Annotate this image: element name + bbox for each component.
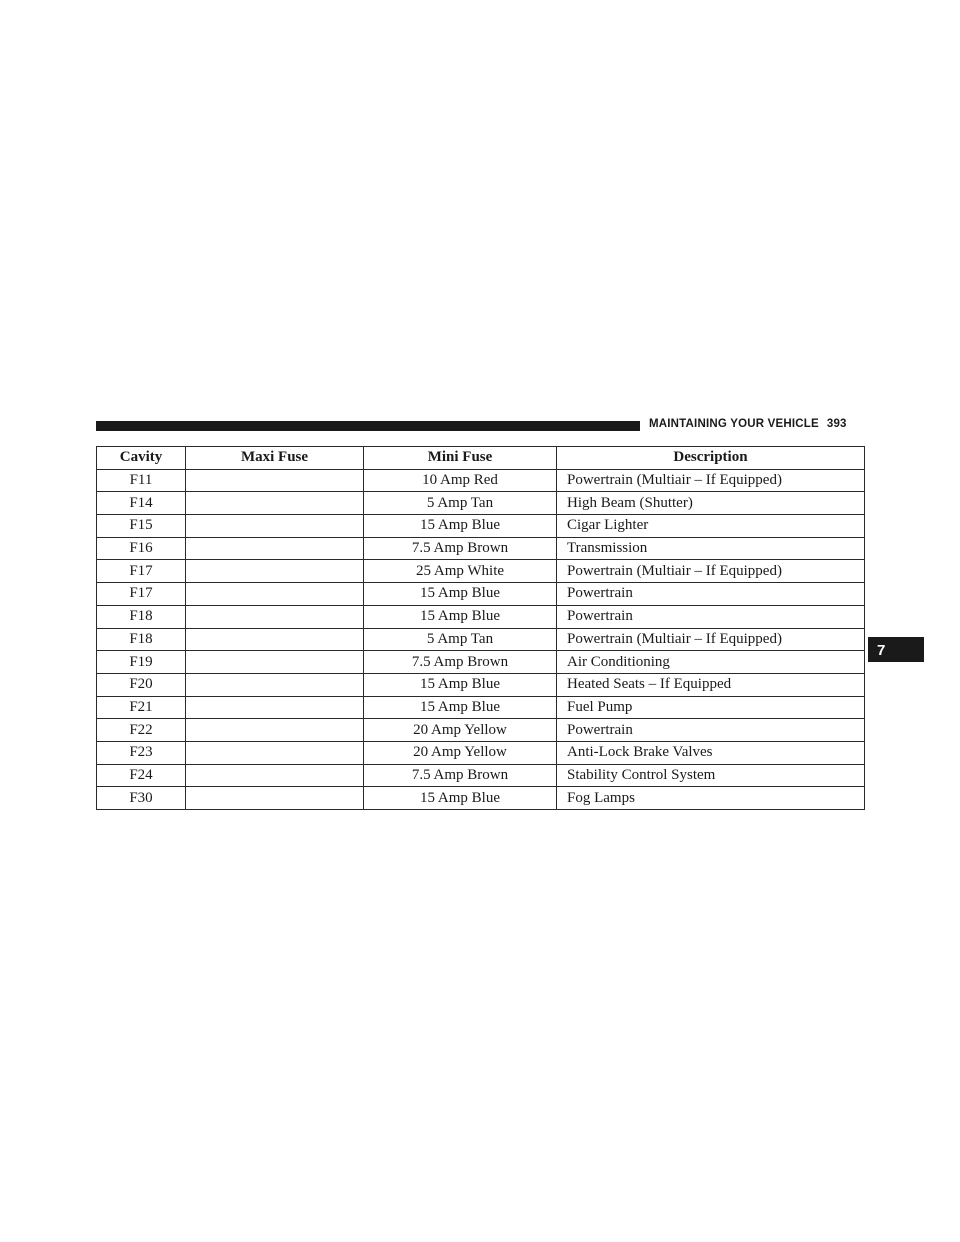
cell-description: Cigar Lighter xyxy=(556,514,865,538)
cell-maxi-fuse xyxy=(185,786,364,810)
cell-mini-fuse: 20 Amp Yellow xyxy=(363,740,557,765)
page-number: 393 xyxy=(826,418,847,430)
cell-mini-fuse: 15 Amp Blue xyxy=(363,695,557,720)
cell-mini-fuse: 15 Amp Blue xyxy=(363,672,557,697)
cell-cavity: F24 xyxy=(96,763,186,788)
cell-mini-fuse: 7.5 Amp Brown xyxy=(363,763,557,788)
cell-description: Transmission xyxy=(556,536,865,561)
cell-description: Powertrain xyxy=(556,604,865,629)
cell-maxi-fuse xyxy=(185,763,364,788)
cell-cavity: F15 xyxy=(96,514,186,538)
cell-maxi-fuse xyxy=(185,536,364,561)
cell-maxi-fuse xyxy=(185,650,364,674)
column-header-maxi-fuse: Maxi Fuse xyxy=(185,446,364,470)
cell-maxi-fuse xyxy=(185,740,364,765)
cell-description: High Beam (Shutter) xyxy=(556,491,865,516)
cell-description: Heated Seats – If Equipped xyxy=(556,672,865,697)
column-header-cavity: Cavity xyxy=(96,446,186,470)
cell-description: Powertrain (Multiair – If Equipped) xyxy=(556,468,865,493)
cell-cavity: F30 xyxy=(96,786,186,810)
cell-maxi-fuse xyxy=(185,627,364,652)
cell-mini-fuse: 15 Amp Blue xyxy=(363,604,557,629)
cell-description: Powertrain xyxy=(556,718,865,742)
cell-maxi-fuse xyxy=(185,672,364,697)
fuse-table: Cavity Maxi Fuse Mini Fuse Description F… xyxy=(96,446,865,810)
cell-maxi-fuse xyxy=(185,559,364,584)
cell-mini-fuse: 20 Amp Yellow xyxy=(363,718,557,742)
cell-cavity: F17 xyxy=(96,582,186,606)
cell-cavity: F19 xyxy=(96,650,186,674)
cell-maxi-fuse xyxy=(185,468,364,493)
cell-mini-fuse: 25 Amp White xyxy=(363,559,557,584)
cell-maxi-fuse xyxy=(185,604,364,629)
cell-cavity: F18 xyxy=(96,604,186,629)
cell-cavity: F14 xyxy=(96,491,186,516)
cell-cavity: F16 xyxy=(96,536,186,561)
cell-description: Fuel Pump xyxy=(556,695,865,720)
cell-mini-fuse: 5 Amp Tan xyxy=(363,627,557,652)
column-header-description: Description xyxy=(556,446,865,470)
cell-cavity: F17 xyxy=(96,559,186,584)
cell-maxi-fuse xyxy=(185,582,364,606)
cell-mini-fuse: 15 Amp Blue xyxy=(363,582,557,606)
running-header: MAINTAINING YOUR VEHICLE 393 xyxy=(649,418,847,430)
cell-description: Powertrain (Multiair – If Equipped) xyxy=(556,559,865,584)
cell-description: Powertrain (Multiair – If Equipped) xyxy=(556,627,865,652)
section-title: MAINTAINING YOUR VEHICLE xyxy=(649,418,819,430)
cell-maxi-fuse xyxy=(185,514,364,538)
cell-description: Powertrain xyxy=(556,582,865,606)
cell-description: Fog Lamps xyxy=(556,786,865,810)
column-header-mini-fuse: Mini Fuse xyxy=(363,446,557,470)
cell-mini-fuse: 15 Amp Blue xyxy=(363,786,557,810)
cell-mini-fuse: 10 Amp Red xyxy=(363,468,557,493)
cell-mini-fuse: 7.5 Amp Brown xyxy=(363,650,557,674)
cell-mini-fuse: 7.5 Amp Brown xyxy=(363,536,557,561)
cell-cavity: F23 xyxy=(96,740,186,765)
cell-maxi-fuse xyxy=(185,718,364,742)
cell-description: Stability Control System xyxy=(556,763,865,788)
cell-mini-fuse: 15 Amp Blue xyxy=(363,514,557,538)
cell-cavity: F21 xyxy=(96,695,186,720)
cell-description: Air Conditioning xyxy=(556,650,865,674)
cell-description: Anti-Lock Brake Valves xyxy=(556,740,865,765)
cell-mini-fuse: 5 Amp Tan xyxy=(363,491,557,516)
header-rule xyxy=(96,421,640,431)
cell-maxi-fuse xyxy=(185,695,364,720)
cell-maxi-fuse xyxy=(185,491,364,516)
cell-cavity: F11 xyxy=(96,468,186,493)
table-header-row: Cavity Maxi Fuse Mini Fuse Description xyxy=(96,446,865,470)
cell-cavity: F20 xyxy=(96,672,186,697)
cell-cavity: F18 xyxy=(96,627,186,652)
cell-cavity: F22 xyxy=(96,718,186,742)
chapter-tab: 7 xyxy=(868,637,924,662)
